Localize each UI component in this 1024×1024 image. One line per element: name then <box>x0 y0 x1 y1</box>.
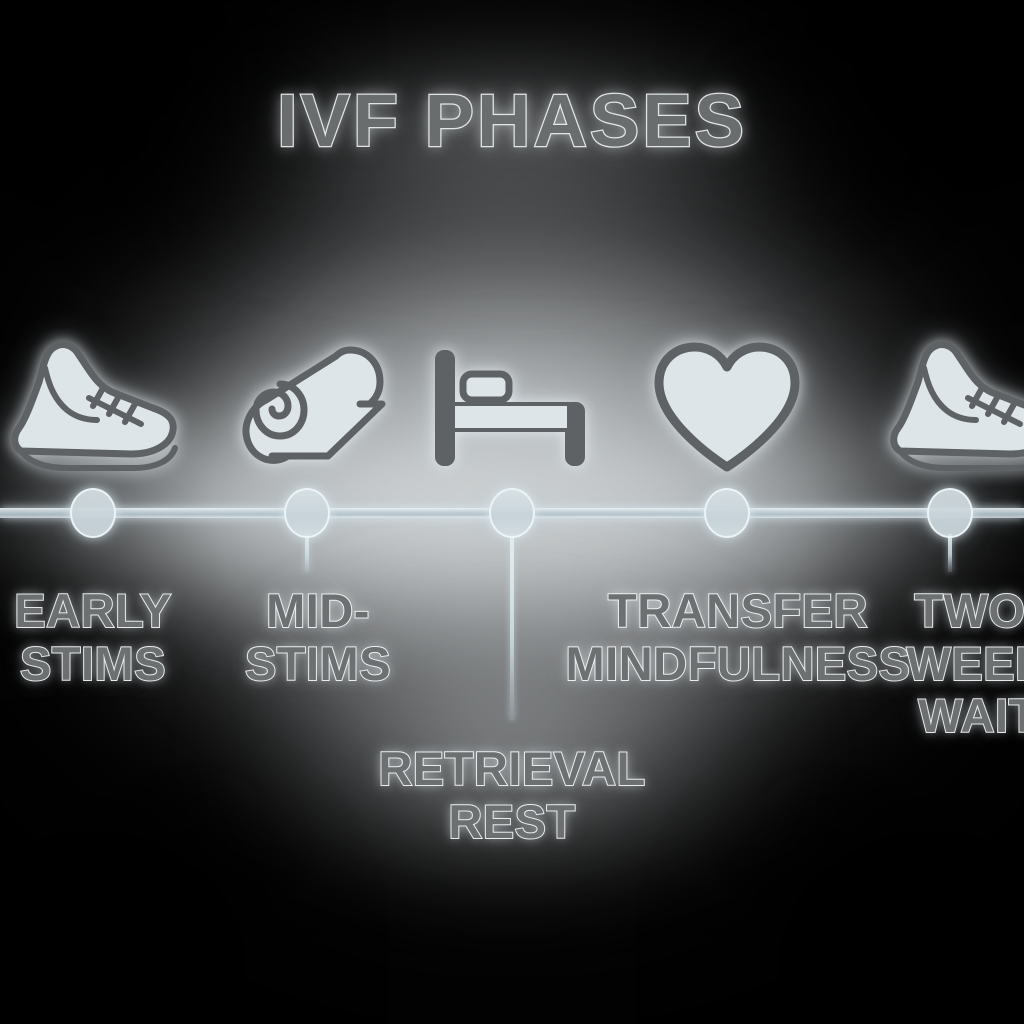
yoga-mat-roll-icon <box>232 344 388 472</box>
heart-icon <box>651 341 803 475</box>
timeline-node-mid-stims[interactable] <box>284 488 330 538</box>
timeline-label-early-stims: EARLY STIMS <box>13 583 172 690</box>
background-corner-bottom-left <box>0 757 328 1024</box>
running-shoe-icon-svg <box>890 341 1024 471</box>
timeline-label-two-week-wait: TWO- WEEK WAIT <box>906 583 1024 743</box>
running-shoe-icon <box>884 338 1024 478</box>
background-corner-top-left <box>0 0 328 287</box>
timeline-node-early-stims[interactable] <box>70 488 116 538</box>
timeline-node-transfer-mindfulness[interactable] <box>704 488 750 538</box>
page-title: IVF PHASES <box>276 79 747 162</box>
heart-icon-svg <box>654 342 800 472</box>
timeline-node-two-week-wait[interactable] <box>927 488 973 538</box>
timeline-label-retrieval-rest: RETRIEVAL REST <box>377 741 646 848</box>
background-corner-bottom-right <box>696 757 1024 1024</box>
timeline-drop-line-retrieval-rest <box>510 534 514 720</box>
timeline-drop-line-mid-stims <box>305 534 309 572</box>
yoga-mat-roll-icon-svg <box>242 346 386 464</box>
background-corner-top-right <box>716 0 1024 267</box>
bed-icon <box>429 344 595 472</box>
timeline-drop-line-two-week-wait <box>948 534 952 572</box>
bed-icon-svg <box>435 350 585 466</box>
running-shoe-icon-svg <box>11 341 178 471</box>
timeline-label-transfer-mindfulness: TRANSFER MINDFULNESS <box>565 583 911 690</box>
running-shoe-icon <box>5 338 181 478</box>
timeline-label-mid-stims: MID- STIMS <box>244 583 392 690</box>
timeline-node-retrieval-rest[interactable] <box>489 488 535 538</box>
